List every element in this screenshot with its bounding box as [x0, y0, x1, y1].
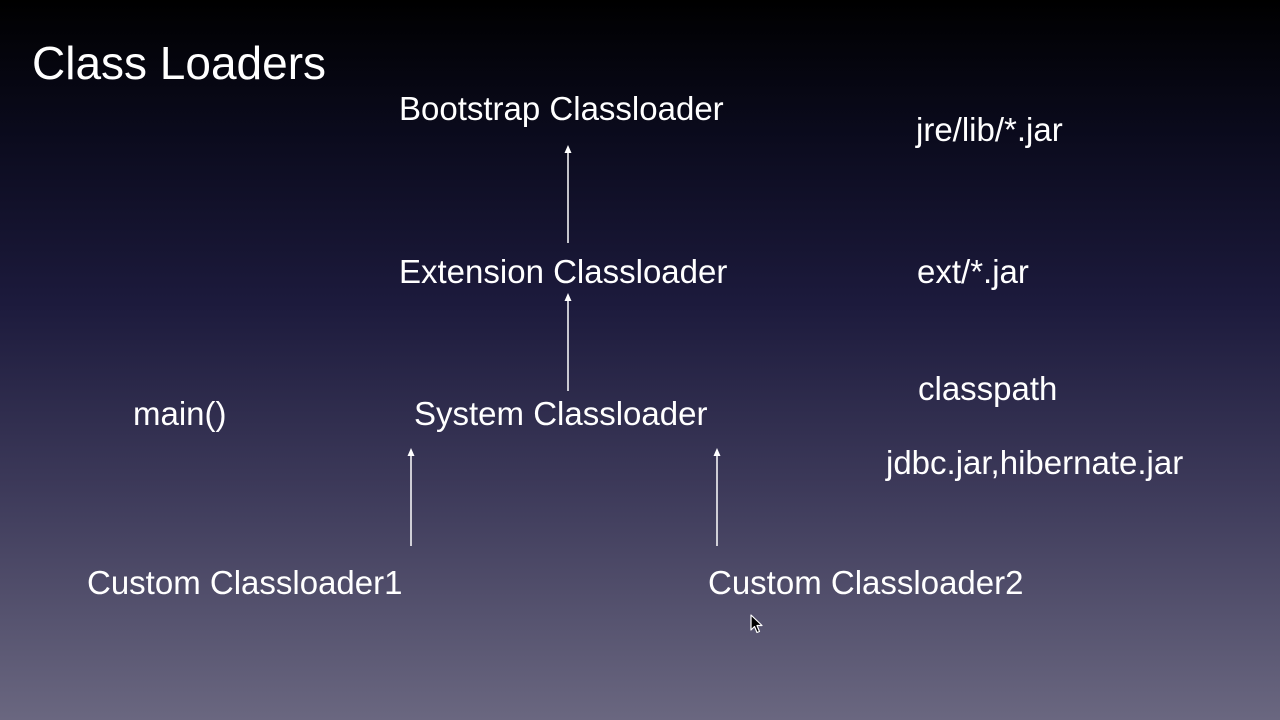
jre-lib-path-label: jre/lib/*.jar: [916, 111, 1063, 148]
arrow-system-to-extension: [564, 293, 572, 391]
arrow-custom1-to-system: [407, 448, 415, 546]
ext-path-label: ext/*.jar: [917, 253, 1029, 290]
arrow-extension-to-bootstrap: [564, 145, 572, 243]
main-method-label: main(): [133, 395, 227, 432]
system-classloader-label: System Classloader: [414, 395, 708, 432]
extension-classloader-label: Extension Classloader: [399, 253, 728, 290]
custom-classloader2-label: Custom Classloader2: [708, 564, 1024, 601]
arrow-custom2-to-system: [713, 448, 721, 546]
custom-classloader1-label: Custom Classloader1: [87, 564, 403, 601]
bootstrap-classloader-label: Bootstrap Classloader: [399, 90, 724, 127]
mouse-pointer-icon: [750, 614, 763, 634]
classpath-jars-label: jdbc.jar,hibernate.jar: [886, 444, 1184, 481]
classpath-label: classpath: [918, 370, 1058, 407]
slide-title: Class Loaders: [32, 37, 327, 89]
